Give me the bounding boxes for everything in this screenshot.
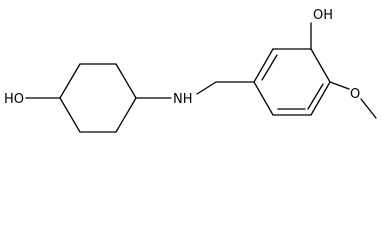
bond-c6-c1 bbox=[59, 97, 81, 133]
methoxy-oxygen-label: O bbox=[350, 87, 360, 102]
double-bond-b4-b5 bbox=[307, 83, 324, 110]
aryl-hydroxyl-label: OH bbox=[313, 8, 333, 23]
ring-hydroxyl-label: HO bbox=[4, 92, 24, 107]
structure-diagram: HO NH OH O bbox=[4, 8, 377, 133]
bond-n-ch2 bbox=[196, 81, 217, 95]
amine-label: NH bbox=[173, 92, 193, 107]
double-bond-b1-b2 bbox=[261, 54, 278, 81]
bond-o-methyl bbox=[360, 98, 377, 119]
benzene-ring bbox=[253, 48, 331, 116]
bond-c1-c2 bbox=[59, 63, 81, 99]
cyclohexane-ring bbox=[59, 63, 137, 133]
molecule-drawing: HO NH OH O bbox=[4, 8, 377, 133]
bond-c3-c4 bbox=[115, 63, 137, 99]
bond-b6-b1 bbox=[253, 81, 274, 116]
bond-aryl-o bbox=[329, 81, 350, 90]
bond-b1-b2 bbox=[253, 48, 274, 83]
bond-b3-b4 bbox=[310, 48, 331, 83]
bond-c4-c5 bbox=[115, 97, 137, 133]
bond-b4-b5 bbox=[310, 81, 331, 116]
